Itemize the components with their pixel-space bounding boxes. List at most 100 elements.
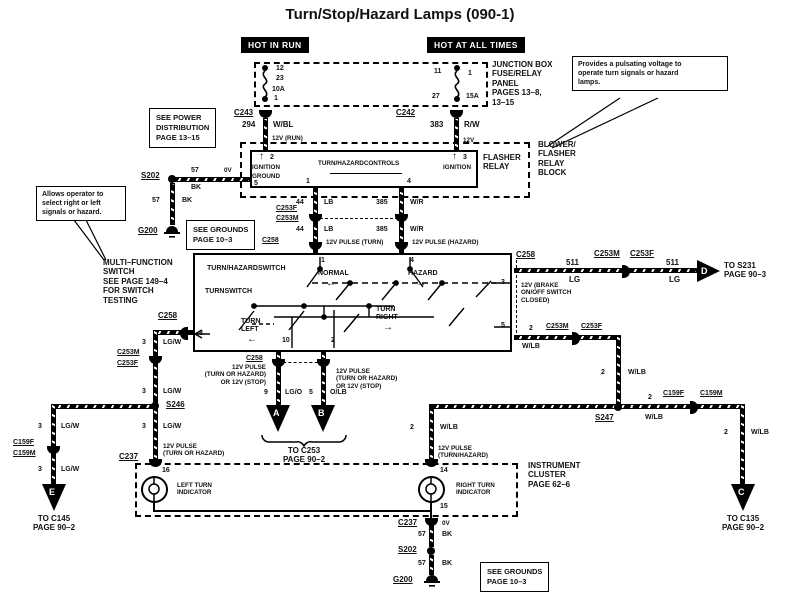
ground-label: G200 [393,575,413,584]
wire-color: W/LB [645,414,663,421]
see-grounds-ref: SEE GROUNDS PAGE 10–3 [186,220,256,251]
relay-ignition-label: IGNITION [443,164,471,171]
instrument-cluster-box [135,463,518,517]
flasher-relay-box [250,150,478,188]
flasher-relay-label: FLASHER RELAY [483,153,521,172]
splice-dot [151,402,159,410]
wire-color: W/LB [628,369,646,376]
splice-dot [614,403,622,411]
voltage-label: 12V [463,137,475,144]
arrow-letter: C [738,487,745,497]
connector-label: C159F [13,439,35,446]
junction-box [254,62,488,107]
wire-number: 57 [191,167,199,174]
wire-color: W/LB [522,343,540,350]
wire-number: 44 [296,199,304,206]
wire-color: LG/W [163,423,182,430]
callout-tail [73,219,107,261]
connector-icon [395,242,408,250]
lamp-filament [148,476,160,503]
right-turn-indicator-label: RIGHT TURN INDICATOR [456,482,495,497]
relay-ignition-label: IGNITION [252,164,280,171]
wire-color: LG/W [61,466,80,473]
arrow-letter: E [49,487,56,497]
cluster-wire [153,510,431,512]
wire-number: 3 [38,423,42,430]
banner-hot-at-all-times: HOT AT ALL TIMES [427,37,525,53]
connector-boundary [315,218,403,219]
wire-number: 294 [242,120,256,129]
instrument-cluster-label: INSTRUMENT CLUSTER PAGE 62–6 [528,461,581,489]
wire-2 [429,404,434,463]
wire-number: 5 [309,389,313,396]
off-page-arrow-b [311,405,335,432]
wire-color: R/W [464,120,480,129]
arrow-letter: B [318,408,325,418]
wire-color: LG/W [61,423,80,430]
relay-pin: 2 [270,154,274,161]
wire-color: LG [569,275,581,284]
cluster-wire [153,503,155,511]
wire-color: BK [442,531,453,538]
page-title: Turn/Stop/Hazard Lamps (090-1) [285,6,515,23]
up-arrow-icon: ↑ [452,151,457,162]
wire-number: 3 [142,339,146,346]
connector-label: C237 [119,452,139,461]
relay-pin: 5 [254,180,258,187]
wire-57 [429,555,434,575]
relay-ground-label: GROUND [252,173,280,180]
wire-number: 2 [529,325,533,332]
ground-icon [164,226,180,238]
wire-number: 511 [666,258,679,267]
wire-color: W/R [410,199,424,206]
destination-label: TO S231 PAGE 90–3 [724,261,767,280]
fuse-rating: 15A [466,93,479,100]
wire-511 [514,268,697,273]
fuse-number: 23 [276,75,284,82]
wire-2 [740,404,745,484]
cluster-pin: 14 [440,467,448,474]
turn-left-label: TURN LEFT [241,318,261,334]
wire-number: 3 [38,466,42,473]
connector-label: C253M [594,249,620,258]
wire-5 [321,352,326,407]
turnswitch-label: TURNSWITCH [205,288,253,295]
cluster-pin: 15 [440,503,448,510]
wire-color: BK [182,197,193,204]
off-page-arrow-d [697,260,720,282]
right-arrow-icon: → [383,322,393,333]
wire-294 [263,118,268,152]
wire-color: LG/O [285,389,303,396]
fuse-icon [262,65,268,102]
wire-number: 2 [601,369,605,376]
connector-icon [149,459,162,467]
connector-icon [450,110,463,118]
connector-label: C159M [700,390,723,397]
banner-hot-in-run: HOT IN RUN [241,37,309,53]
connector-label: C159F [663,390,685,397]
destination-label: TO C135 PAGE 90–2 [721,514,765,533]
splice-label: S202 [398,545,417,554]
wire-number: 57 [418,560,426,567]
wire-color: O/LB [330,389,347,396]
voltage-label: 0V [224,167,232,174]
wire-number: 2 [648,394,652,401]
wire-57 [429,525,434,547]
arrow-letter: A [273,408,280,418]
connector-label: C242 [396,108,416,117]
fuse-pin: 11 [434,68,442,75]
wire-number: 511 [566,258,579,267]
wire-color: BK [442,560,453,567]
wire-2 [431,404,743,409]
wire-number: 57 [418,531,426,538]
splice-label: S202 [141,171,160,180]
up-arrow-icon: ↑ [259,151,264,162]
relay-controls-label: TURN/HAZARDCONTROLS [318,160,400,167]
wire-color: LG/W [163,388,182,395]
brace [261,434,347,448]
wire-color: W/LB [440,424,458,431]
wire-number: 383 [430,120,444,129]
wire-number: 385 [376,226,388,233]
lamp-filament [425,476,437,503]
connector-icon [272,359,285,367]
